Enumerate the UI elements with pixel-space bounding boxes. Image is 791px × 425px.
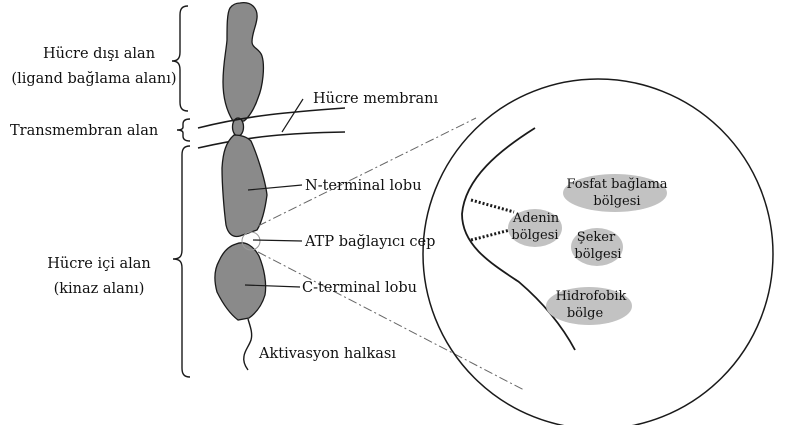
membrane-top-line — [198, 108, 345, 128]
n-terminal-lobe-shape — [222, 135, 267, 237]
activation-loop-tail — [244, 319, 252, 370]
hydrophobic-region-label-line2: bölge — [567, 306, 604, 321]
hinge-bond-lower — [471, 229, 514, 240]
sugar-region-label-line2: bölgesi — [574, 247, 621, 262]
atp-binding-pocket-label: ATP bağlayıcı cep — [304, 234, 435, 250]
membrane-bottom-line — [198, 132, 345, 148]
extracellular-brace — [172, 6, 188, 111]
zoom-line-lower — [258, 252, 524, 390]
c-terminal-lobe-shape — [215, 243, 266, 320]
transmembrane-label: Transmembran alan — [10, 123, 158, 139]
membrane-pointer-line — [282, 99, 303, 132]
extracellular-label-line2: (ligand bağlama alanı) — [11, 71, 176, 87]
n-terminal-lobe-label: N-terminal lobu — [305, 178, 422, 194]
hydrophobic-region-label-line1: Hidrofobik — [556, 289, 627, 304]
intracellular-label-line1: Hücre içi alan — [47, 256, 151, 272]
sugar-region-label-line1: Şeker — [577, 230, 616, 245]
transmembrane-brace — [177, 119, 190, 141]
adenine-region-label-line1: Adenin — [512, 211, 560, 226]
adenine-region-label-line2: bölgesi — [511, 228, 558, 243]
extracellular-label-line1: Hücre dışı alan — [43, 46, 155, 62]
activation-loop-label: Aktivasyon halkası — [258, 346, 396, 362]
phosphate-region-label-line1: Fosfat bağlama — [566, 177, 667, 192]
phosphate-region-label-line2: bölgesi — [593, 194, 640, 209]
extracellular-domain-shape — [223, 3, 263, 121]
intracellular-brace — [173, 146, 190, 377]
c-terminal-lobe-label: C-terminal lobu — [302, 280, 417, 296]
hinge-bond-upper — [471, 200, 514, 212]
intracellular-label-line2: (kinaz alanı) — [54, 281, 145, 297]
cell-membrane-label: Hücre membranı — [313, 91, 439, 107]
